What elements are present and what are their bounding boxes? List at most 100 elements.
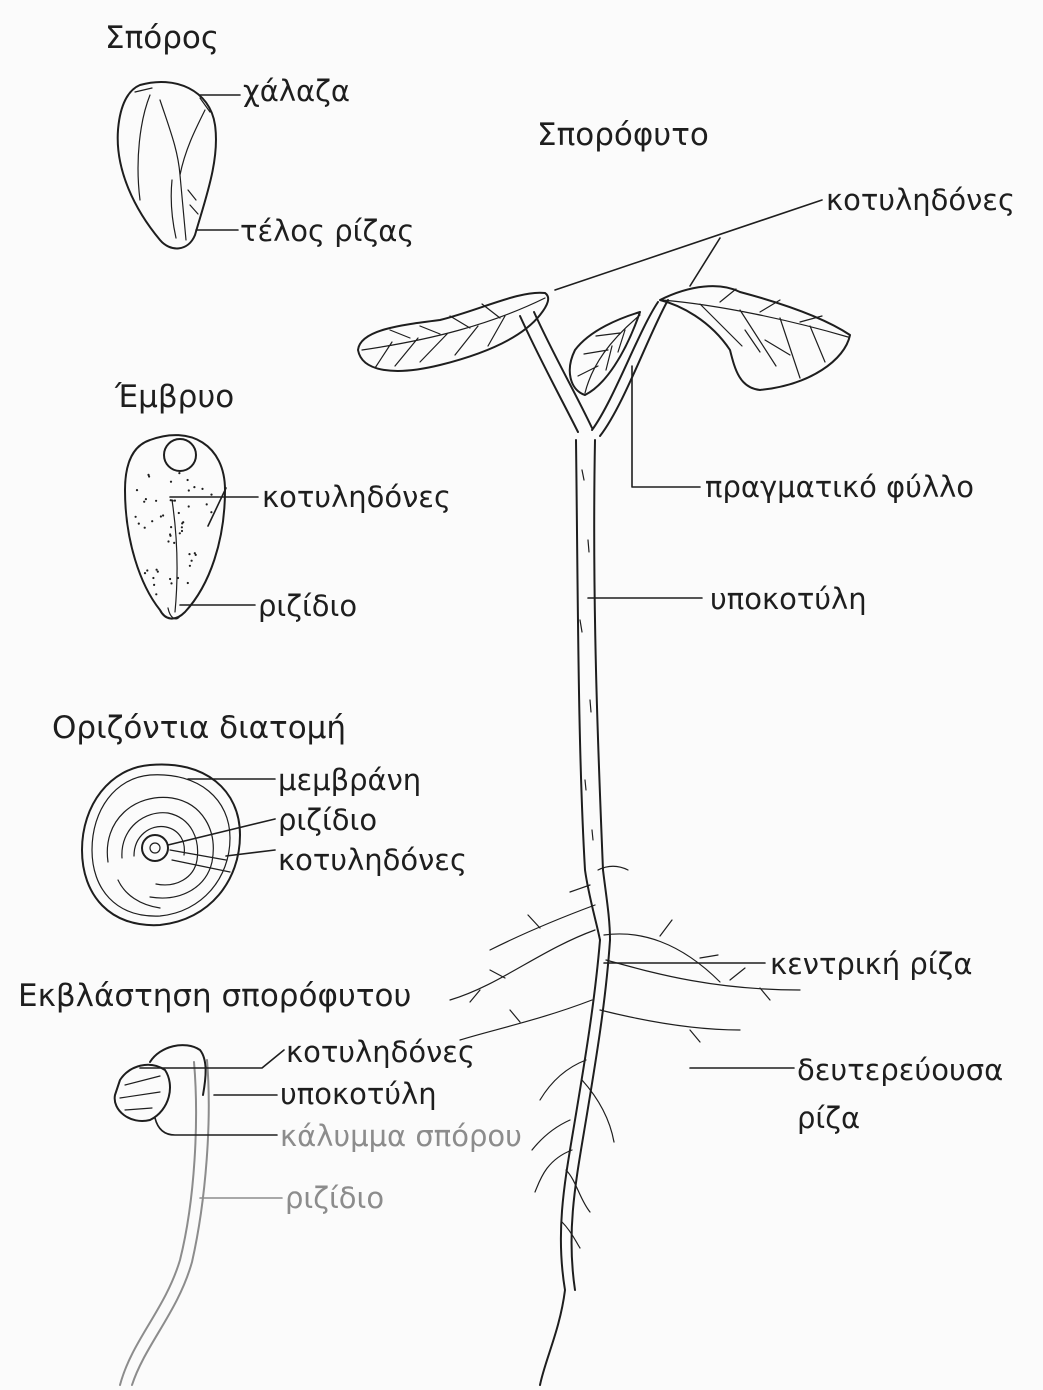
embryo-radicle-label: ριζίδιο (258, 589, 357, 623)
stipple-dot (188, 553, 190, 555)
stipple-dot (138, 523, 140, 525)
sporophyte-title: Σπορόφυτο (537, 117, 709, 153)
embryo-cotyledon-division (168, 500, 180, 619)
membrane-label: μεμβράνη (278, 763, 421, 797)
seed-outline (118, 82, 216, 248)
embryo-stippling (135, 472, 213, 595)
main-root-label: κεντρική ρίζα (770, 947, 972, 981)
cross-section-cotyledons-label: κοτυληδόνες (278, 843, 467, 877)
stipple-dot (136, 489, 138, 491)
sporophyte-cotyledons-label: κοτυληδόνες (826, 183, 1015, 217)
stipple-dot (167, 540, 169, 542)
stipple-dot (188, 489, 190, 491)
true-leaf-leader-line (632, 366, 700, 487)
seed-panel: Σπόρος χάλαζα τέλος ρίζας (105, 20, 414, 248)
right-cotyledon-leaf (660, 286, 850, 390)
root-end-label: τέλος ρίζας (240, 214, 414, 248)
stipple-dot (210, 511, 212, 513)
right-cotyledon-veins (662, 289, 848, 378)
stipple-dot (177, 577, 179, 579)
germination-seed-coat (115, 1065, 170, 1121)
germination-cotyledons-label: κοτυληδόνες (286, 1035, 475, 1069)
cross-section-membrane (92, 775, 230, 916)
stipple-dot (179, 532, 181, 534)
left-cotyledon-veins (362, 298, 545, 368)
germination-cotyledon-hook (150, 1045, 206, 1095)
cross-section-cotyledon-folds (107, 797, 230, 908)
stipple-dot (145, 498, 147, 500)
stipple-dot (135, 516, 137, 518)
stipple-dot (188, 505, 190, 507)
stipple-dot (210, 494, 212, 496)
stipple-dot (178, 512, 180, 514)
cross-section-radicle-leader-line (168, 819, 275, 845)
stipple-dot (144, 527, 146, 529)
stipple-dot (178, 472, 180, 474)
stipple-dot (189, 565, 191, 567)
stipple-dot (194, 552, 196, 554)
seed-title: Σπόρος (105, 20, 219, 56)
chalaza-label: χάλαζα (243, 74, 350, 108)
embryo-cotyledons-leader-line (170, 488, 258, 526)
cross-section-panel: Οριζόντια διατομή μεμβράνη ριζίδιο κοτυλ… (52, 710, 467, 925)
stipple-dot (162, 514, 164, 516)
sporophyte-cotyledons-leader-line (555, 200, 822, 290)
germination-panel: Εκβλάστηση σπορόφυτου κοτυληδόνες υποκοτ… (18, 978, 522, 1385)
germination-cotyledons-leader-line (140, 1050, 284, 1068)
embryo-panel: Έμβρυο κοτυληδόνες ριζίδιο (114, 379, 451, 623)
true-leaf-label: πραγματικό φύλλο (705, 470, 974, 504)
stipple-dot (155, 500, 157, 502)
cross-section-radicle-label: ριζίδιο (278, 803, 377, 837)
secondary-root-label-line2: ρίζα (797, 1101, 860, 1135)
stipple-dot (152, 577, 154, 579)
stipple-dot (157, 571, 159, 573)
secondary-root-label-line1: δευτερεύουσα (797, 1053, 1003, 1087)
stipple-dot (169, 533, 171, 535)
stipple-dot (187, 479, 189, 481)
cross-section-radicle-ring (142, 835, 168, 861)
sporophyte-panel: Σπορόφυτο κοτυληδόνες πραγματικό φύλλο υ… (358, 117, 1015, 1385)
embryo-cotyledons-label: κοτυληδόνες (262, 480, 451, 514)
germination-radicle-label: ριζίδιο (285, 1181, 384, 1215)
stipple-dot (151, 520, 153, 522)
stipple-dot (160, 515, 162, 517)
cross-section-cotyledons-leader-line (226, 850, 275, 856)
cross-section-radicle-core (150, 843, 160, 853)
stipple-dot (172, 500, 174, 502)
stipple-dot (155, 593, 157, 595)
stipple-dot (173, 542, 175, 544)
stipple-dot (174, 500, 176, 502)
stipple-dot (170, 481, 172, 483)
stipple-dot (153, 584, 155, 586)
stipple-dot (181, 530, 183, 532)
stipple-dot (206, 503, 208, 505)
cross-section-outline (82, 764, 240, 925)
embryo-plumule (164, 439, 196, 471)
seed-ridge (138, 95, 205, 240)
stipple-dot (182, 521, 184, 523)
stipple-dot (170, 582, 172, 584)
stipple-dot (144, 572, 146, 574)
hypocotyl-label: υποκοτύλη (710, 582, 867, 616)
stipple-dot (169, 578, 171, 580)
germination-hypocotyl-label: υποκοτύλη (280, 1077, 437, 1111)
stipple-dot (147, 474, 149, 476)
seed-coat-leader-line (155, 1118, 277, 1135)
embryo-title: Έμβρυο (114, 379, 234, 415)
stipple-dot (170, 526, 172, 528)
stipple-dot (187, 582, 189, 584)
main-stem (576, 440, 610, 940)
seed-coat-texture (120, 1076, 160, 1110)
stipple-dot (143, 501, 145, 503)
secondary-roots (450, 866, 800, 1248)
stipple-dot (191, 560, 193, 562)
stipple-dot (181, 526, 183, 528)
germination-title: Εκβλάστηση σπορόφυτου (18, 978, 411, 1014)
stipple-dot (193, 486, 195, 488)
stipple-dot (201, 488, 203, 490)
cross-section-title: Οριζόντια διατομή (52, 710, 346, 746)
stipple-dot (146, 569, 148, 571)
seed-coat-label: κάλυμμα σπόρου (280, 1119, 522, 1153)
stipple-dot (156, 569, 158, 571)
